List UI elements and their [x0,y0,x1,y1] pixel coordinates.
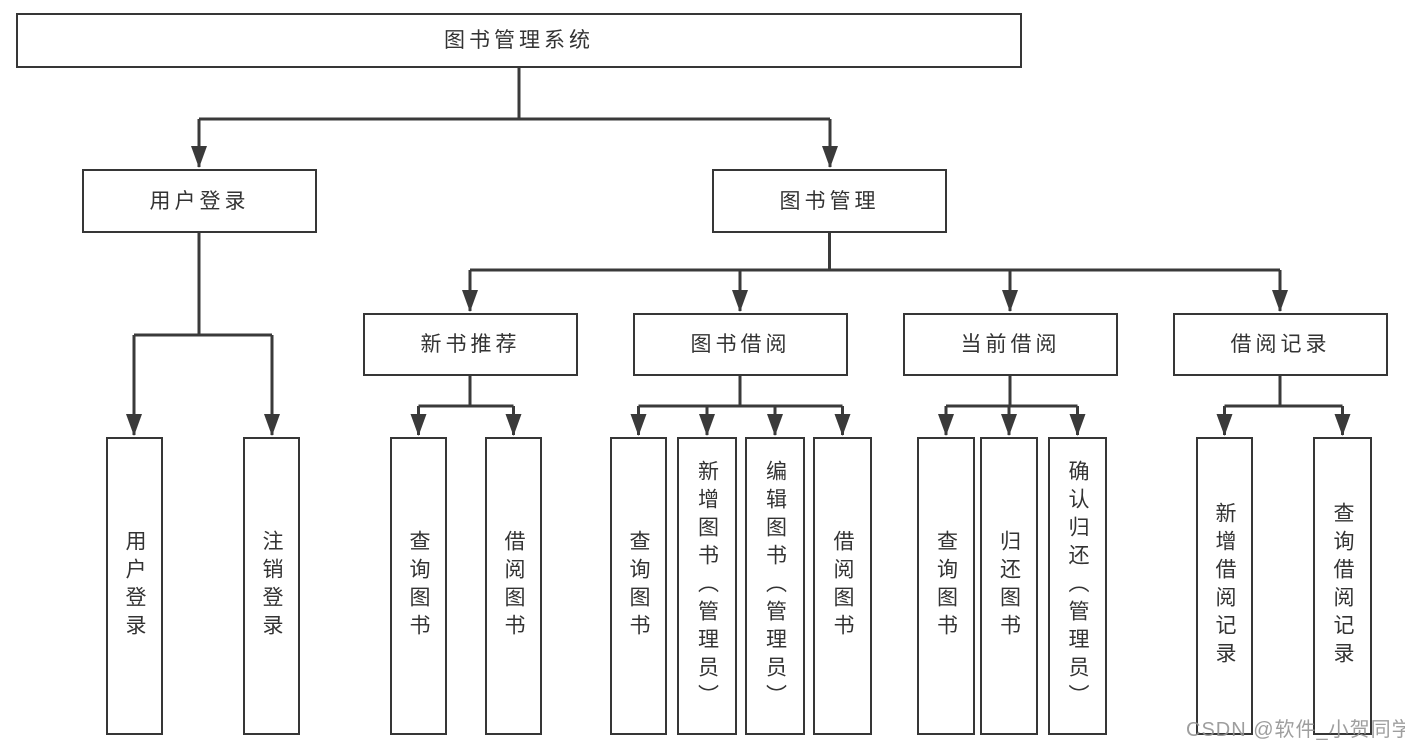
leaf-query-borrow-record: 查询借阅记录 [1313,437,1372,735]
node-new-book-recommendation: 新书推荐 [363,313,578,376]
leaf-label: 确认归还（管理员） [1066,460,1089,712]
leaf-label: 新增借阅记录 [1213,502,1236,670]
leaf-label: 借阅图书 [831,530,854,642]
leaf-logout: 注销登录 [243,437,300,735]
leaf-borrow-books-recommend: 借阅图书 [485,437,542,735]
csdn-watermark: CSDN @软件_小贺同学 [1186,719,1405,741]
leaf-return-books: 归还图书 [980,437,1038,735]
leaf-user-login: 用户登录 [106,437,163,735]
leaf-label: 注销登录 [260,530,283,642]
leaf-label: 查询借阅记录 [1331,502,1354,670]
leaf-confirm-return-admin: 确认归还（管理员） [1048,437,1107,735]
node-user-login: 用户登录 [82,169,317,233]
leaf-label: 编辑图书（管理员） [763,460,787,712]
leaf-add-books-admin: 新增图书（管理员） [677,437,737,735]
leaf-label: 新增图书（管理员） [695,460,719,712]
leaf-query-books-borrow: 查询图书 [610,437,667,735]
leaf-label: 借阅图书 [502,530,525,642]
leaf-label: 用户登录 [123,530,146,642]
leaf-query-books-current: 查询图书 [917,437,975,735]
leaf-query-books-recommend: 查询图书 [390,437,447,735]
node-book-management: 图书管理 [712,169,947,233]
leaf-label: 查询图书 [934,530,958,642]
leaf-label: 归还图书 [997,530,1021,642]
leaf-label: 查询图书 [407,530,430,642]
leaf-label: 查询图书 [627,530,650,642]
node-borrowing-records: 借阅记录 [1173,313,1388,376]
node-book-borrowing: 图书借阅 [633,313,848,376]
leaf-borrow-books: 借阅图书 [813,437,872,735]
node-library-management-system: 图书管理系统 [16,13,1022,68]
leaf-add-borrow-record: 新增借阅记录 [1196,437,1253,735]
node-current-borrowing: 当前借阅 [903,313,1118,376]
leaf-edit-books-admin: 编辑图书（管理员） [745,437,805,735]
